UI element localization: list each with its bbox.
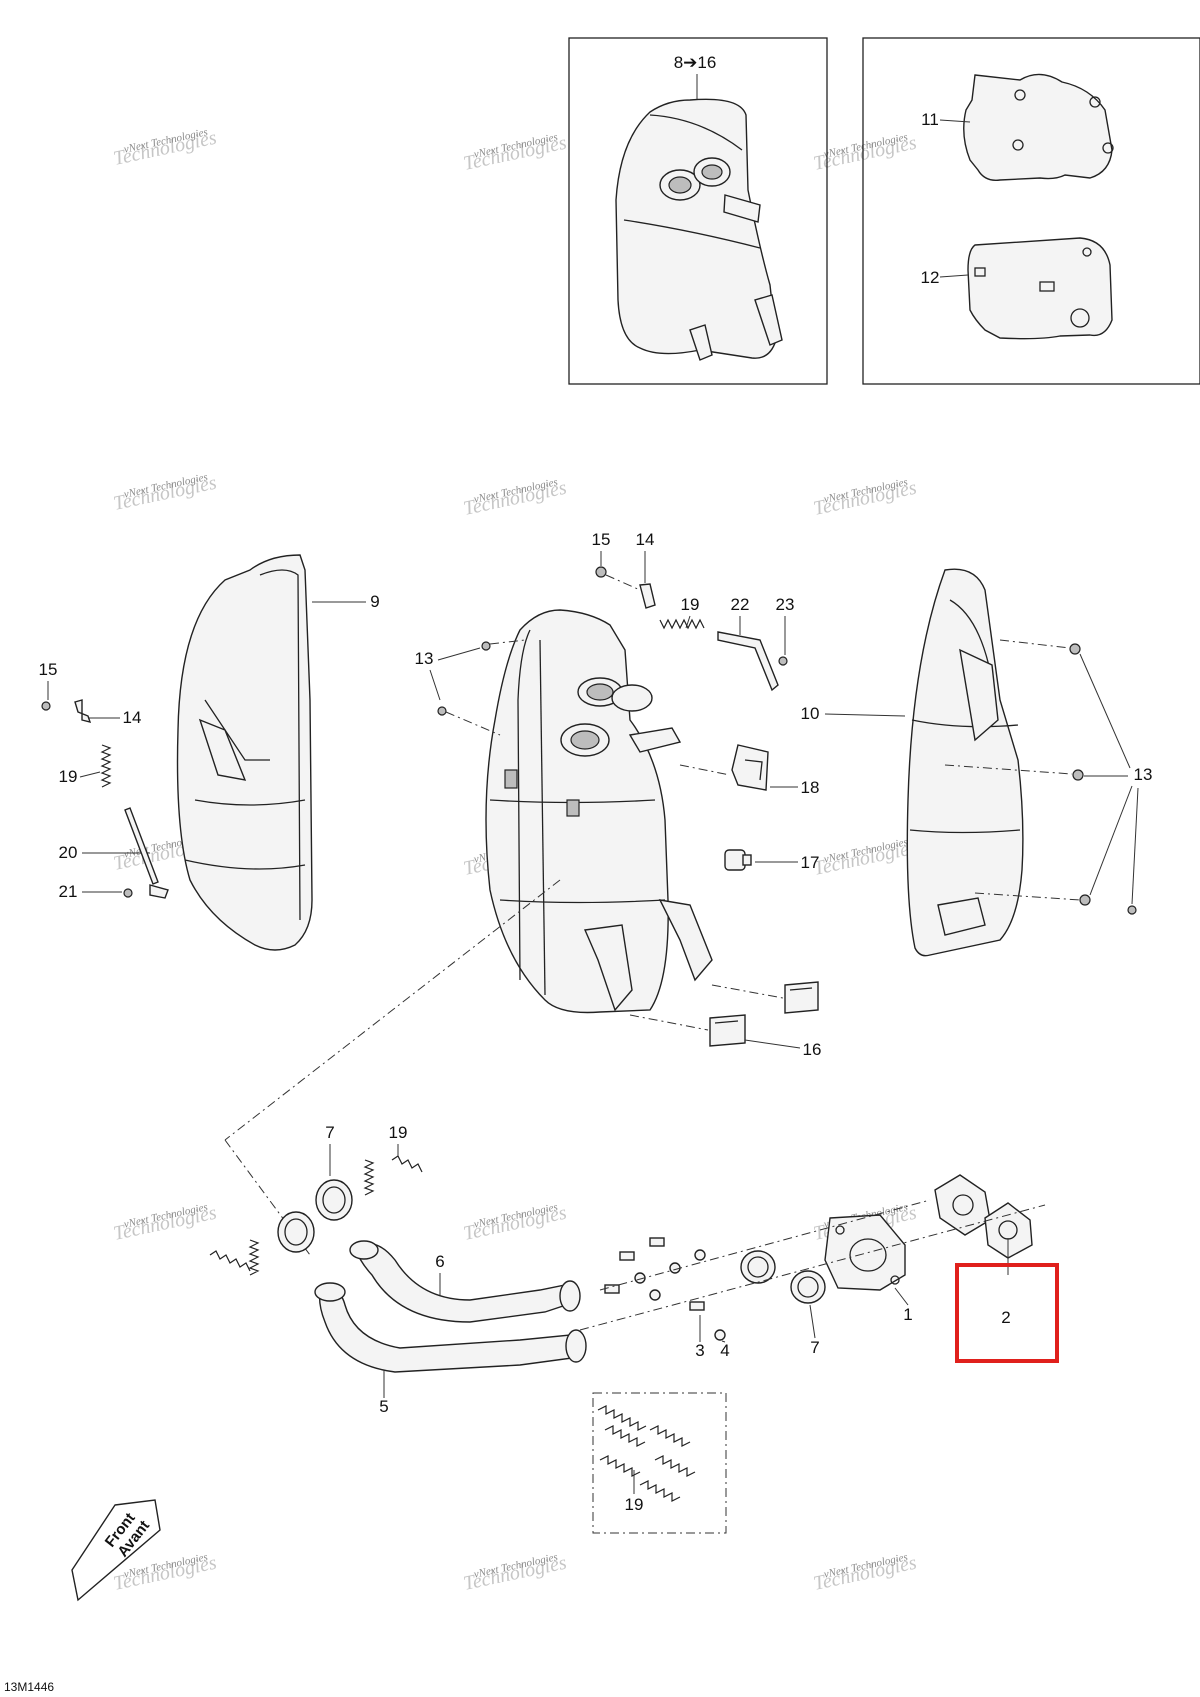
watermark: Technologies vNext Technologies — [811, 476, 918, 520]
grommet-18 — [731, 744, 769, 791]
watermark: Technologies vNext Technologies — [461, 131, 568, 175]
highlight-box-part-2[interactable] — [955, 1263, 1059, 1363]
callout-19-left: 19 — [59, 767, 78, 786]
rod-20 — [124, 807, 159, 885]
callout-7-top: 7 — [325, 1123, 334, 1142]
callout-16: 16 — [803, 1040, 822, 1059]
spring-kit-19 — [592, 1392, 727, 1534]
header-pipe-5 — [314, 1280, 587, 1373]
watermark: Technologies vNext Technologies — [461, 1201, 568, 1245]
gasket-7-left-a — [277, 1211, 315, 1253]
callout-14-center: 14 — [636, 530, 655, 549]
gasket-11 — [963, 73, 1114, 181]
left-hardware: 15 14 19 20 21 — [39, 660, 169, 901]
screws-13-right — [1069, 643, 1137, 915]
muffler-assembly-drawing — [615, 98, 783, 361]
springs-19-left-cluster — [209, 1155, 423, 1276]
callout-10: 10 — [801, 704, 820, 723]
callout-13-right: 13 — [1134, 765, 1153, 784]
spring-19-left — [100, 744, 112, 788]
bolts-3 — [604, 1237, 705, 1311]
callout-13-center: 13 — [415, 649, 434, 668]
callout-19-center: 19 — [681, 595, 700, 614]
callout-9: 9 — [370, 592, 379, 611]
callout-5: 5 — [379, 1397, 388, 1416]
callout-20: 20 — [59, 843, 78, 862]
watermark: Technologies vNext Technologies — [461, 1551, 568, 1595]
callout-2[interactable]: 2 — [1001, 1308, 1010, 1327]
callout-22: 22 — [731, 595, 750, 614]
gasket-12 — [967, 237, 1113, 340]
gasket-7-right-a — [740, 1250, 776, 1284]
callout-19-kit: 19 — [625, 1495, 644, 1514]
screw-15-left — [41, 701, 51, 711]
front-direction-sign: Front Avant — [71, 1499, 161, 1602]
callout-6: 6 — [435, 1252, 444, 1271]
callout-17: 17 — [801, 853, 820, 872]
inset-muffler-assembly: 8➔16 — [568, 37, 828, 385]
gasket-7-left-b — [315, 1179, 353, 1221]
callout-21: 21 — [59, 882, 78, 901]
heat-shield-9 — [176, 554, 313, 951]
screw-23 — [778, 656, 788, 666]
muffler-center — [485, 609, 713, 1014]
inset-frame — [862, 37, 1200, 385]
callout-15-left: 15 — [39, 660, 58, 679]
callout-8-16: 8➔16 — [674, 53, 717, 72]
callout-7-bottom: 7 — [810, 1338, 819, 1357]
callout-18: 18 — [801, 778, 820, 797]
plug-17 — [724, 849, 752, 871]
callout-14-left: 14 — [123, 708, 142, 727]
inset-frame — [568, 37, 828, 385]
screw-15-center — [595, 566, 607, 578]
bumper-16-b — [709, 1014, 746, 1047]
callout-4: 4 — [720, 1341, 729, 1360]
screw-21 — [123, 888, 133, 898]
callout-19-header: 19 — [389, 1123, 408, 1142]
screw-13-top — [481, 641, 491, 651]
callout-23: 23 — [776, 595, 795, 614]
watermark: Technologies vNext Technologies — [111, 471, 218, 515]
callout-11: 11 — [921, 110, 939, 129]
header-pipe-6 — [349, 1240, 567, 1323]
gasket-2-b — [984, 1202, 1033, 1259]
callout-12: 12 — [921, 268, 940, 287]
watermark: Technologies vNext Technologies — [111, 1201, 218, 1245]
watermark: Technologies vNext Technologies — [811, 1551, 918, 1595]
spring-19-center — [659, 618, 705, 630]
bracket-14-center — [639, 583, 656, 609]
watermark: Technologies vNext Technologies — [461, 476, 568, 520]
inset-gaskets: 11 12 — [862, 37, 1200, 385]
bracket-14-left — [74, 699, 92, 723]
bumper-16-a — [784, 981, 819, 1014]
callout-15-center: 15 — [592, 530, 611, 549]
watermark: Technologies vNext Technologies — [811, 836, 918, 880]
gasket-7-right-b — [790, 1270, 826, 1304]
nuts-4 — [634, 1249, 726, 1341]
heat-shield-10 — [906, 568, 1024, 957]
diagram-code: 13M1446 — [4, 1680, 54, 1694]
watermark: Technologies vNext Technologies — [111, 126, 218, 170]
bracket-22 — [717, 631, 779, 692]
gasket-2-a — [934, 1174, 991, 1236]
callout-3: 3 — [695, 1341, 704, 1360]
flange-1 — [824, 1214, 906, 1291]
callout-1: 1 — [903, 1305, 912, 1324]
screw-13-side — [437, 706, 447, 716]
